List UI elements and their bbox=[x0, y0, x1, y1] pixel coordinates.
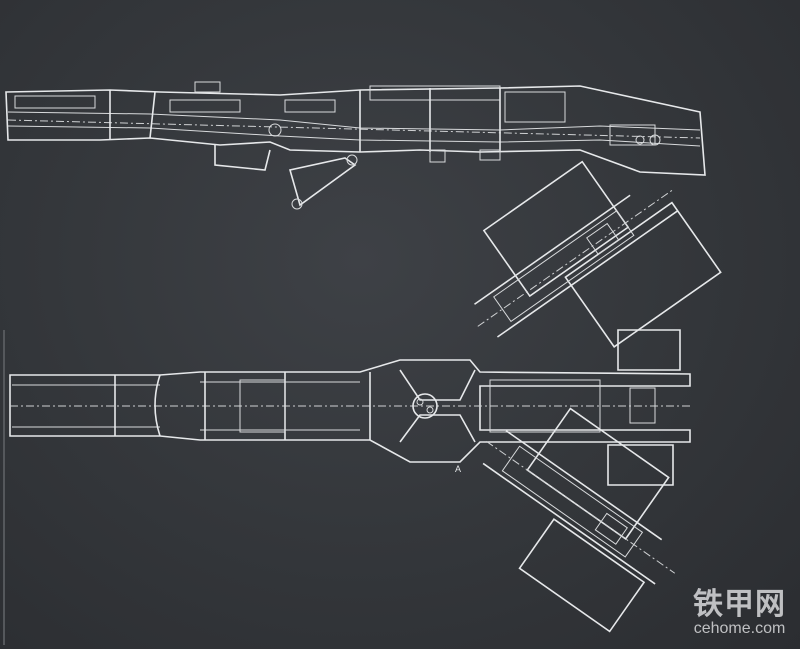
watermark: 铁甲网 cehome.com bbox=[693, 589, 786, 637]
watermark-site: cehome.com bbox=[693, 620, 786, 637]
boom-side-elevation bbox=[6, 82, 705, 209]
screen-bezel-edge bbox=[3, 330, 5, 645]
section-marker: A bbox=[455, 464, 461, 474]
fan-lower-frames bbox=[438, 380, 718, 643]
fan-upper-frames bbox=[435, 127, 729, 404]
watermark-logo: 铁甲网 bbox=[693, 588, 786, 621]
boom-plan-view: A bbox=[10, 330, 690, 485]
